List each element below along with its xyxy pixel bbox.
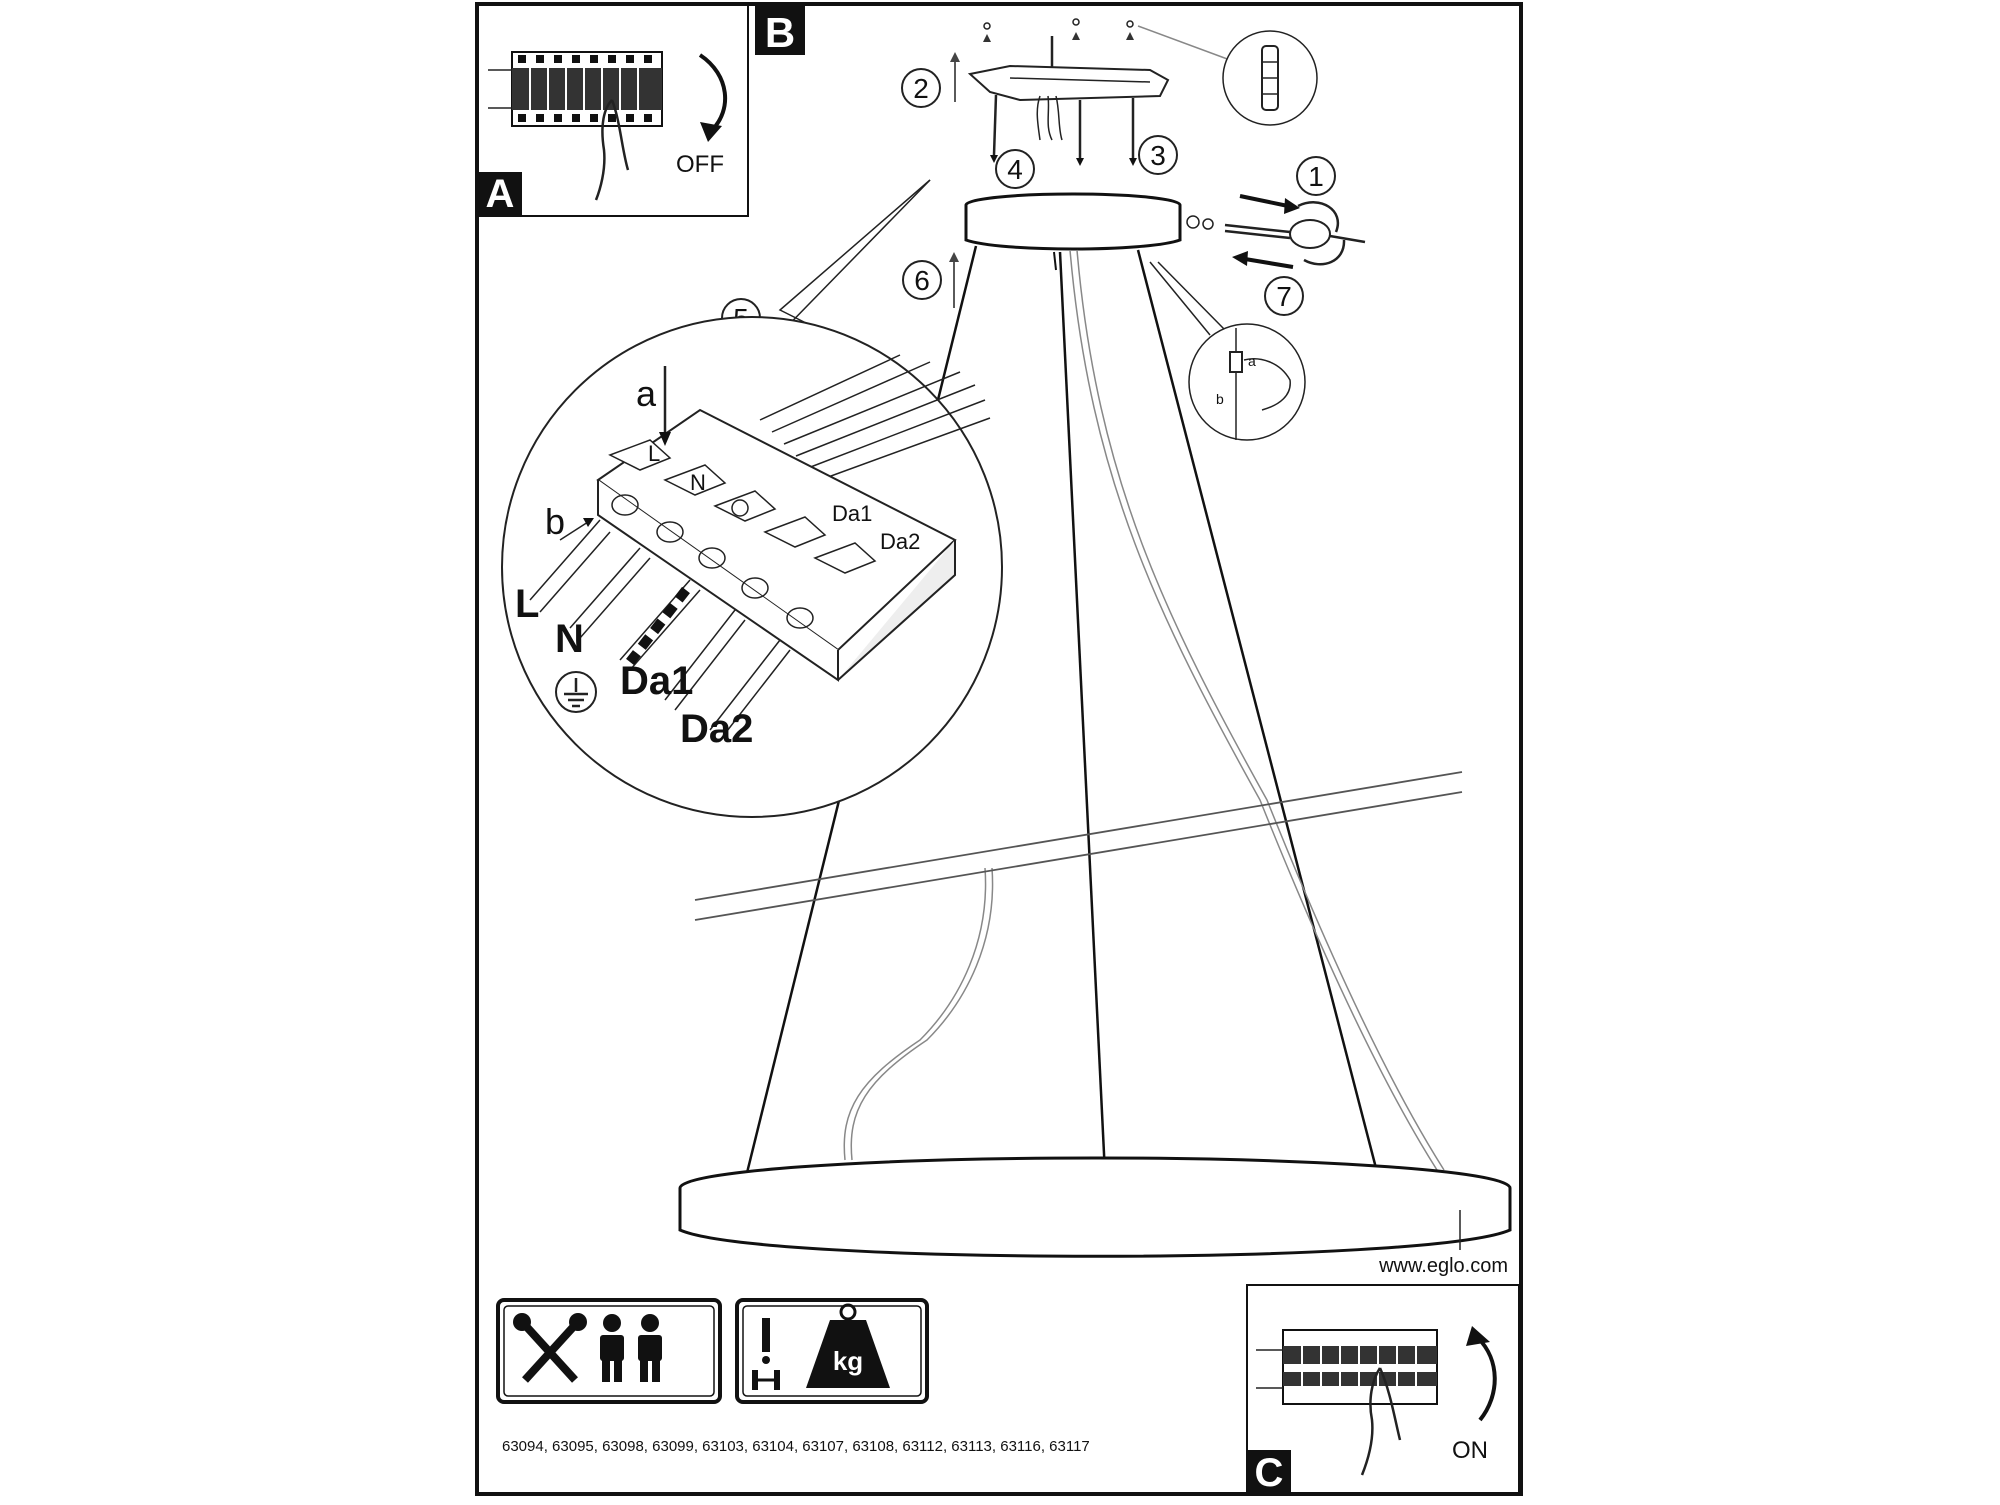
installation-icons-box — [496, 1298, 722, 1404]
svg-text:7: 7 — [1276, 281, 1292, 312]
arrow-label-b: b — [545, 501, 565, 542]
breaker-box-icon — [1256, 1329, 1438, 1405]
on-label: ON — [1452, 1437, 1488, 1464]
mains-wires — [1036, 95, 1063, 141]
svg-text:4: 4 — [1007, 154, 1023, 185]
ceiling-edge-line — [694, 771, 1463, 921]
screw-icon — [990, 94, 1137, 166]
screwdriver-icon — [1186, 215, 1366, 249]
panel-c-badge — [1247, 1450, 1291, 1494]
hand-icon — [1360, 1367, 1402, 1476]
wire-label-da2: Da2 — [680, 707, 753, 751]
cable-detail-leader — [1149, 261, 1211, 336]
pull-arrow — [1244, 257, 1294, 269]
terminal-block — [596, 408, 957, 682]
exclamation-icon — [762, 1318, 770, 1364]
panel-b-letter: B — [765, 9, 795, 56]
wire-label-n: N — [555, 617, 584, 661]
arrow-head — [1466, 1326, 1490, 1346]
panel-b-badge — [755, 5, 805, 55]
earth-wire — [626, 586, 690, 666]
step-7: 7 — [1264, 276, 1304, 316]
weight-label: kg — [833, 1346, 863, 1376]
terminal-label-n: N — [690, 470, 706, 495]
panel-c-letter: C — [1255, 1451, 1284, 1495]
step-6: 6 — [902, 260, 942, 300]
wire-label-da1: Da1 — [620, 659, 693, 703]
cable-label-b: b — [1216, 391, 1224, 407]
off-label: OFF — [676, 151, 724, 178]
fingers-icon — [1243, 358, 1291, 411]
weight-icon: kg — [806, 1303, 890, 1388]
led-ring — [678, 1156, 1512, 1258]
panel-a-badge — [478, 172, 522, 216]
dumbbell-icon — [752, 1370, 780, 1390]
rotate-up-arrow — [1476, 1336, 1497, 1422]
svg-text:6: 6 — [914, 265, 930, 296]
cable-grip-icon — [1229, 351, 1243, 373]
svg-text:2: 2 — [913, 73, 929, 104]
supply-wires — [529, 519, 791, 741]
rotate-arrow — [1297, 201, 1346, 266]
two-installers-icon — [600, 1314, 662, 1382]
panel-switch-on: C ON — [1246, 1284, 1520, 1495]
ceiling-bracket — [967, 18, 1170, 166]
ground-icon — [555, 671, 597, 713]
panel-a-frame — [477, 4, 749, 217]
svg-text:3: 3 — [1150, 140, 1166, 171]
terminal-label-l: L — [648, 441, 660, 466]
push-arrow — [1239, 194, 1289, 208]
step-3: 3 — [1138, 135, 1178, 175]
dowel-leader-line — [1137, 25, 1231, 61]
panel-a-letter: A — [486, 172, 515, 216]
step-1: 1 — [1296, 156, 1336, 196]
wall-plug-icon — [1261, 45, 1279, 111]
arrow-head — [700, 122, 722, 142]
breaker-box-icon — [488, 51, 663, 127]
arrow-label-a: a — [636, 373, 657, 414]
terminal-label-da1: Da1 — [832, 501, 872, 526]
cable-label-a: a — [1248, 353, 1256, 369]
model-numbers: 63094, 63095, 63098, 63099, 63103, 63104… — [502, 1438, 1090, 1455]
cable-strands — [759, 354, 991, 481]
svg-text:1: 1 — [1308, 161, 1324, 192]
panel-switch-off: A B — [477, 4, 805, 217]
page-frame — [475, 2, 1523, 1496]
ground-symbol-icon — [731, 499, 749, 517]
weight-icons-box: kg — [735, 1298, 929, 1404]
cable-grip-detail — [1188, 323, 1306, 441]
tools-icon — [513, 1313, 587, 1383]
wire-label-l: L — [515, 582, 539, 626]
step-4: 4 — [995, 149, 1035, 189]
hand-icon — [594, 99, 630, 201]
website-url: www.eglo.com — [1378, 1255, 1508, 1277]
panel-c-frame — [1246, 1284, 1520, 1494]
step-2: 2 — [901, 68, 941, 108]
rotate-down-arrow — [698, 53, 728, 132]
insert-arrow — [559, 521, 589, 541]
power-cable — [843, 249, 1445, 1171]
canopy — [964, 192, 1182, 251]
terminal-label-da2: Da2 — [880, 529, 920, 554]
